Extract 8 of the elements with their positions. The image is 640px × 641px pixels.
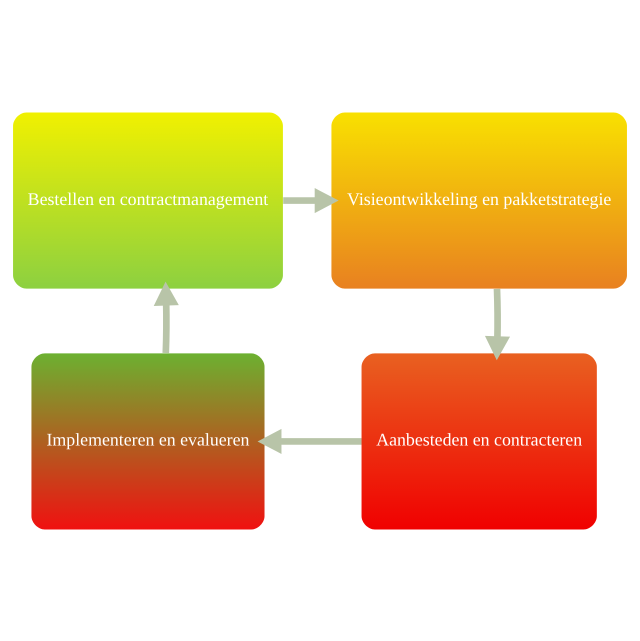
node-box: Aanbesteden en contracteren (362, 352, 597, 530)
arrow (283, 188, 339, 213)
node-box: Visieontwikkeling en pakketstrategie (331, 112, 627, 288)
arrow (154, 281, 179, 353)
node-box: Bestellen en contractmanagement (13, 112, 283, 288)
arrow (484, 288, 510, 360)
arrow (258, 428, 362, 454)
node-box: Implementeren en evalueren (31, 352, 265, 530)
